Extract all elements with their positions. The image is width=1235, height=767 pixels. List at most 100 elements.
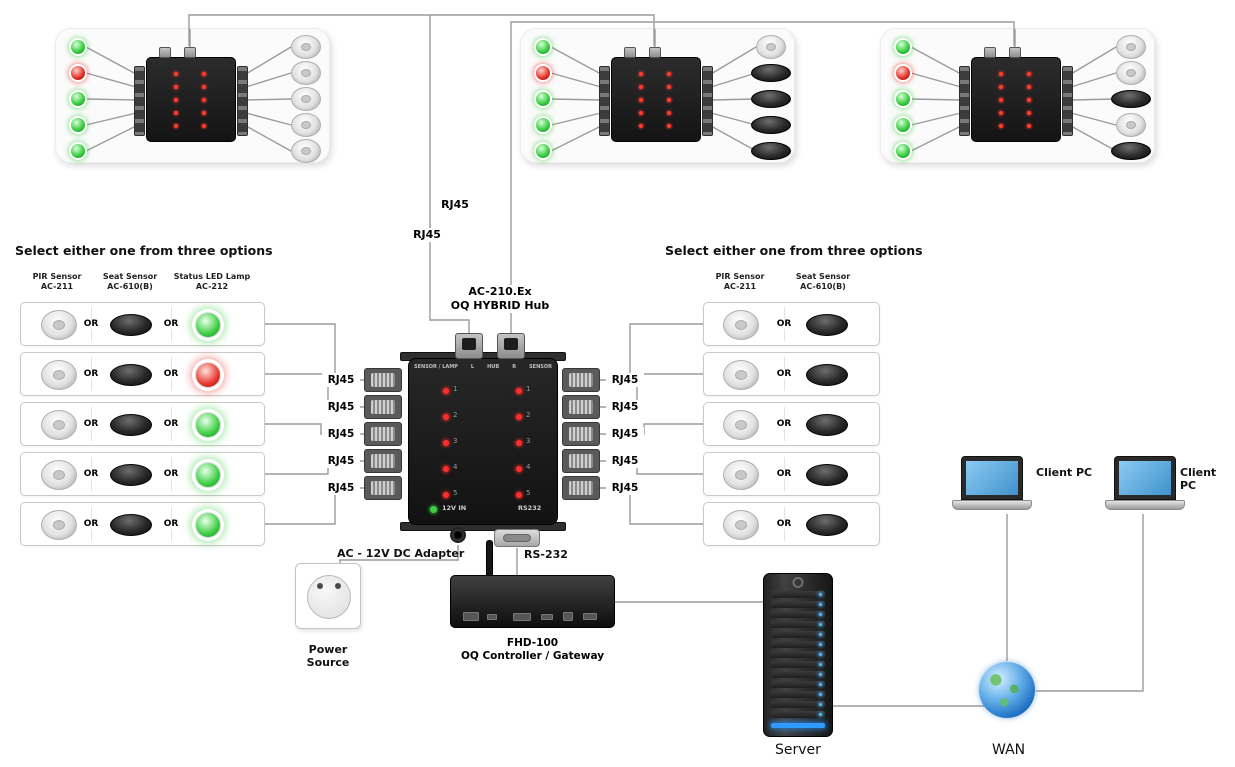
pir-sensor-dome [41, 410, 77, 440]
pir-sensor-dome [1116, 113, 1146, 137]
seat-sensor [751, 142, 791, 160]
or-label: OR [775, 369, 793, 379]
pir-sensor-dome [1116, 35, 1146, 59]
column-header-line: Status LED Lamp [173, 272, 251, 281]
drive-bay [771, 661, 825, 668]
seat-sensor [110, 364, 152, 386]
seat-sensor [110, 514, 152, 536]
hub-indicator-led [516, 466, 522, 472]
status-led-green [71, 118, 85, 132]
indicator-led [639, 85, 643, 89]
or-label: OR [162, 369, 180, 379]
rj45-jack [364, 368, 402, 392]
seat-sensor [806, 464, 848, 486]
activity-led [819, 713, 822, 716]
drive-bay [771, 701, 825, 708]
rj45-label: RJ45 [322, 427, 360, 441]
sensor-unit-3 [880, 28, 1155, 163]
led-wires [910, 46, 962, 152]
column-header-line: PIR Sensor [715, 272, 765, 281]
drive-bay [771, 621, 825, 628]
rj45-jack [364, 395, 402, 419]
indicator-led [174, 72, 178, 76]
client-pc-2 [1105, 456, 1185, 514]
status-led-green [536, 40, 550, 54]
indicator-led [639, 124, 643, 128]
hub-legend-r: R [512, 364, 517, 370]
rj45-label: RJ45 [322, 454, 360, 468]
server-label: Server [775, 742, 821, 758]
indicator-led [1027, 98, 1031, 102]
hub-title: AC-210.Ex OQ HYBRID Hub [440, 285, 560, 313]
status-led-green [71, 144, 85, 158]
unit-internal-wires [550, 29, 757, 152]
connector-strip [599, 66, 610, 136]
controller-label-line1: FHD-100 [506, 637, 559, 649]
pir-sensor-dome [41, 510, 77, 540]
seat-sensor [751, 116, 791, 134]
indicator-led [639, 72, 643, 76]
controller-label-line2: OQ Controller / Gateway [460, 649, 605, 662]
seat-sensor [806, 364, 848, 386]
column-header-lamp-left: Status LED Lamp AC-212 [172, 272, 252, 291]
indicator-led [639, 111, 643, 115]
option-row-right: OR [703, 502, 880, 546]
column-header-line: AC-211 [40, 281, 74, 291]
controller-port [513, 613, 531, 621]
or-label: OR [82, 519, 100, 529]
mini-hub-device [971, 57, 1061, 142]
status-lamp-green [195, 412, 221, 438]
hub-indicator-led [443, 492, 449, 498]
controller-port [541, 614, 553, 620]
outlet-pin-hole [335, 583, 341, 589]
hub-legend-sensor-lamp: SENSOR / LAMP [414, 364, 458, 370]
rj45-label: RJ45 [322, 400, 360, 414]
sensor-unit-2 [520, 28, 795, 163]
activity-led [819, 683, 822, 686]
rj45-label: RJ45 [606, 400, 644, 414]
rj45-jack [562, 449, 600, 473]
rj45-port-icon [624, 47, 636, 58]
indicator-led [202, 124, 206, 128]
controller-port [487, 614, 497, 620]
adapter-label: AC - 12V DC Adapter [337, 547, 465, 560]
db9-serial-connector [494, 529, 540, 547]
indicator-led [202, 72, 206, 76]
indicator-led [667, 111, 671, 115]
activity-led [819, 623, 822, 626]
client-pc-label: Client PC [1036, 466, 1093, 479]
indicator-led [174, 98, 178, 102]
hub-power-label: 12V IN [442, 504, 467, 512]
status-lamp-green [195, 312, 221, 338]
hub-led-number: 1 [453, 385, 458, 393]
indicator-led [174, 124, 178, 128]
hub-power-led [430, 506, 437, 513]
column-header-seat-left: Seat Sensor AC-610(B) [95, 272, 165, 291]
laptop-screen [1114, 456, 1176, 500]
hub-led-number: 5 [453, 489, 458, 497]
option-row-right: OR [703, 352, 880, 396]
pir-sensor-dome [41, 310, 77, 340]
hub-indicator-led [516, 388, 522, 394]
rj45-jack [364, 476, 402, 500]
controller-port [583, 613, 597, 620]
seat-sensor [751, 90, 791, 108]
option-row-right: OR [703, 302, 880, 346]
top-bus-b [510, 21, 1015, 333]
indicator-led [1027, 85, 1031, 89]
seat-sensor [751, 64, 791, 82]
status-lamp-red [195, 362, 221, 388]
sensor-wires [189, 29, 292, 152]
sensor-wires [1014, 29, 1117, 152]
column-header-line: AC-610(B) [107, 281, 153, 291]
or-label: OR [775, 319, 793, 329]
option-row-right: OR [703, 452, 880, 496]
unit-internal-wires [910, 29, 1117, 152]
indicator-led [639, 98, 643, 102]
hub-legend-l: L [470, 364, 475, 370]
drive-bay [771, 651, 825, 658]
indicator-led [667, 98, 671, 102]
server-tower [763, 573, 833, 737]
